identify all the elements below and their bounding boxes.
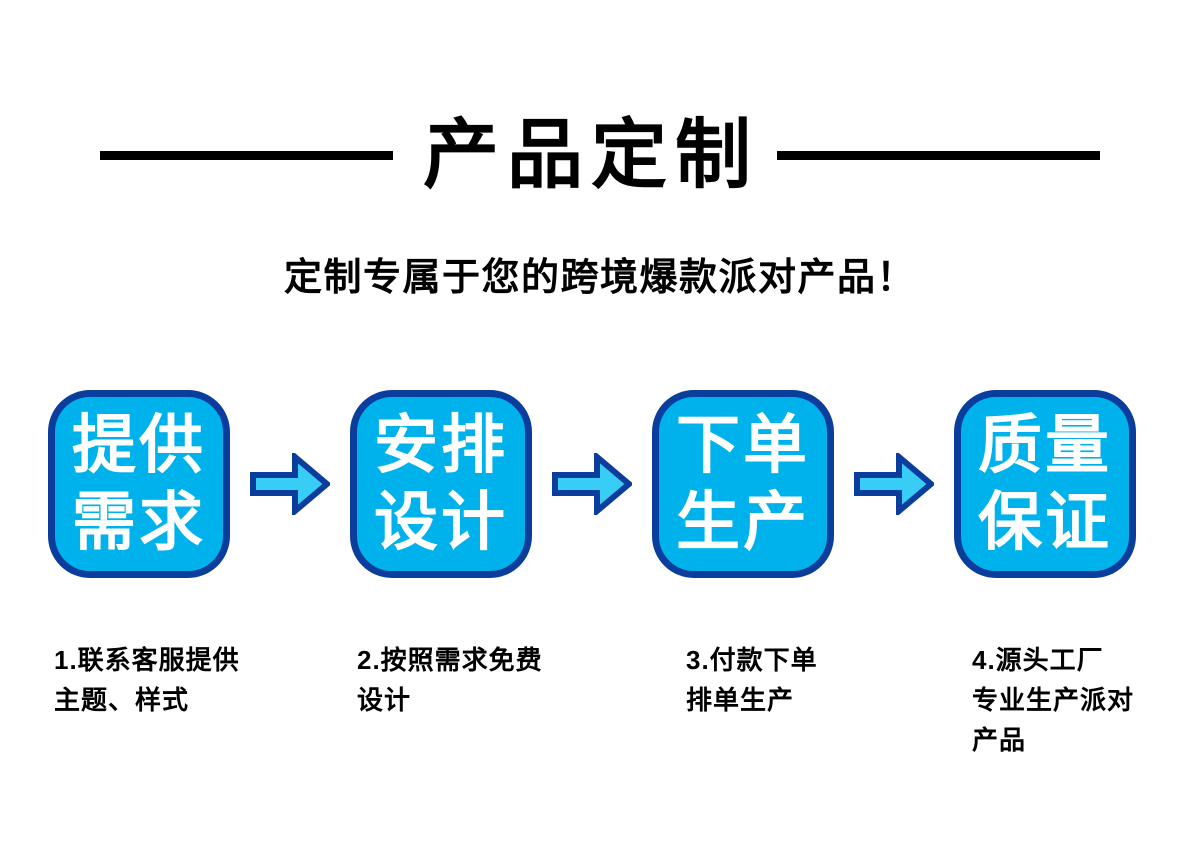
- title-row: 产品定制: [0, 112, 1200, 199]
- step-description-2: 2.按照需求免费 设计: [357, 645, 543, 715]
- step-description-4: 4.源头工厂 专业生产派对 产品: [972, 645, 1135, 755]
- step-box-quality-guarantee: 质量 保证: [954, 390, 1136, 578]
- arrow-right-icon: [552, 453, 632, 515]
- page-title: 产品定制: [423, 113, 759, 198]
- title-rule-left: [100, 151, 393, 161]
- step-label: 安排 设计: [374, 409, 508, 558]
- step-box-arrange-design: 安排 设计: [350, 390, 532, 578]
- title-rule-right: [777, 151, 1100, 161]
- arrow-right-icon: [250, 453, 330, 515]
- arrow-right-icon: [854, 453, 934, 515]
- step-description-3: 3.付款下单 排单生产: [686, 645, 818, 715]
- step-label: 质量 保证: [978, 409, 1112, 558]
- process-flow: 提供 需求 安排 设计 下单 生产 质量 保证: [48, 390, 1136, 578]
- step-box-provide-requirements: 提供 需求: [48, 390, 230, 578]
- page-subtitle: 定制专属于您的跨境爆款派对产品！: [283, 257, 916, 299]
- step-label: 提供 需求: [72, 409, 206, 558]
- step-box-order-production: 下单 生产: [652, 390, 834, 578]
- step-description-1: 1.联系客服提供 主题、样式: [54, 645, 240, 715]
- step-label: 下单 生产: [676, 409, 810, 558]
